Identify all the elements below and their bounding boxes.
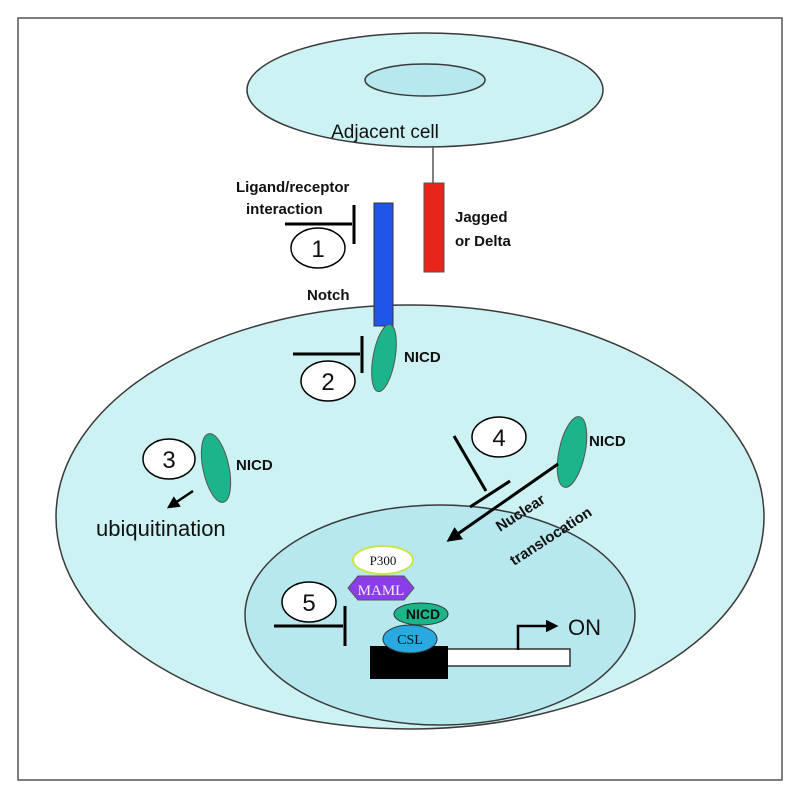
step-2-circle [300, 360, 356, 402]
step-2-number: 2 [321, 369, 334, 396]
csl-label: CSL [397, 633, 423, 648]
ligand-receptor-label-line1: Ligand/receptor [236, 179, 350, 196]
nicd-translocating [556, 416, 588, 488]
adjacent-cell-label: Adjacent cell [331, 122, 439, 143]
adjacent-cell-nucleus [364, 63, 486, 97]
gene-dna [445, 648, 571, 667]
maml-label: MAML [358, 583, 405, 599]
nicd-label-3: NICD [236, 457, 273, 474]
or-delta-label: or Delta [455, 233, 512, 250]
step-3-number: 3 [162, 447, 175, 474]
ubiquitination-arrow [166, 489, 194, 509]
step-5-circle [281, 581, 337, 623]
step-1-number: 1 [311, 236, 324, 263]
nicd-complex [393, 602, 449, 626]
step-3-circle [142, 438, 196, 480]
step-5-number: 5 [302, 590, 315, 617]
jagged-label: Jagged [455, 209, 508, 226]
nicd-label-2: NICD [404, 349, 441, 366]
transcription-arrow [516, 619, 559, 650]
translocation-arrow [446, 462, 559, 542]
step-1-circle [290, 227, 346, 269]
nicd-label-4: NICD [589, 433, 626, 450]
csl-protein [382, 624, 438, 654]
jagged-delta-ligand [423, 182, 445, 273]
inhibitor-4-stem [452, 435, 488, 492]
nicd-cytoplasm [200, 433, 232, 503]
p300-protein [352, 545, 414, 575]
ubiquitination-label: ubiquitination [96, 516, 226, 541]
nicd-complex-label: NICD [406, 606, 440, 622]
ligand-receptor-label-line2: interaction [246, 201, 323, 218]
notch-receptor [373, 202, 394, 327]
inhibitor-4-bar [469, 479, 511, 509]
maml-protein [347, 575, 415, 601]
figure-frame [17, 17, 783, 781]
nicd-cleaved [371, 323, 397, 393]
notch-label: Notch [307, 287, 350, 304]
on-label: ON [568, 615, 601, 640]
p300-label: P300 [370, 553, 397, 568]
step-4-circle [471, 416, 527, 458]
step-4-number: 4 [492, 425, 505, 452]
